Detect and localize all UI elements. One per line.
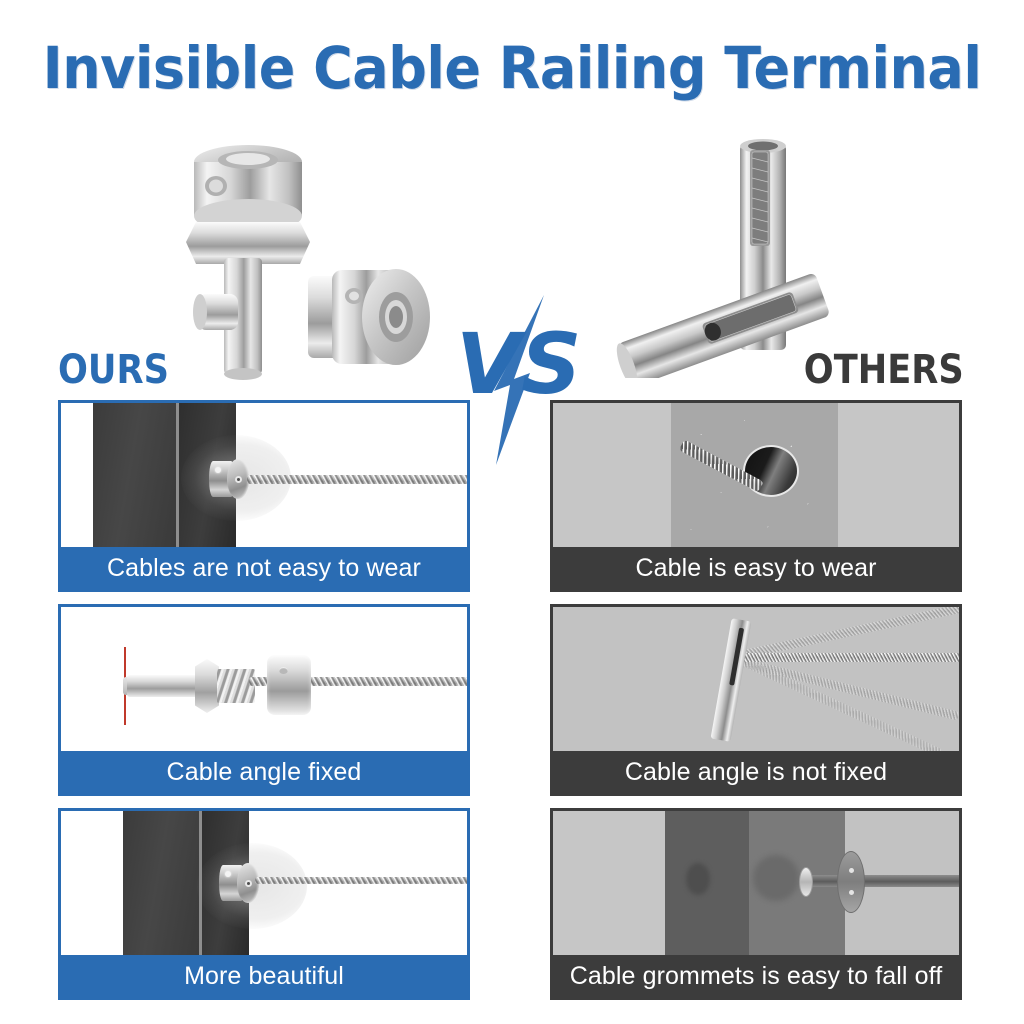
ours-panel-2-caption: Cable angle fixed	[61, 751, 467, 793]
ours-panel-1-caption: Cables are not easy to wear	[61, 547, 467, 589]
others-panel-1-caption: Cable is easy to wear	[553, 547, 959, 589]
others-panel-2-image	[553, 607, 959, 751]
comparison-grid: Cables are not easy to wear Cable angle …	[0, 396, 1024, 1016]
vs-badge: VS	[456, 295, 582, 465]
ours-panel-3: More beautiful	[58, 808, 470, 1000]
others-panel-1-image	[553, 403, 959, 547]
others-panel-3-caption: Cable grommets is easy to fall off	[553, 955, 959, 997]
ours-panel-1: Cables are not easy to wear	[58, 400, 470, 592]
vs-label: VS	[456, 315, 582, 413]
others-panel-2: Cable angle is not fixed	[550, 604, 962, 796]
ours-panel-3-image	[61, 811, 467, 955]
others-panel-3-image	[553, 811, 959, 955]
ours-panel-2: Cable angle fixed	[58, 604, 470, 796]
page-title: Invisible Cable Railing Terminal	[42, 34, 982, 102]
loose-grommet	[799, 867, 813, 897]
others-panel-1: Cable is easy to wear	[550, 400, 962, 592]
others-panel-2-caption: Cable angle is not fixed	[553, 751, 959, 793]
ours-panel-3-caption: More beautiful	[61, 955, 467, 997]
ours-panel-1-image	[61, 403, 467, 547]
hero-others-product-image	[616, 139, 829, 378]
ours-panel-2-image	[61, 607, 467, 751]
column-heading-ours: OURS	[58, 347, 169, 393]
hero-comparison-row: VS	[0, 118, 1024, 465]
others-panel-3: Cable grommets is easy to fall off	[550, 808, 962, 1000]
hero-ours-product-image	[186, 145, 430, 380]
column-heading-others: OTHERS	[804, 347, 964, 393]
